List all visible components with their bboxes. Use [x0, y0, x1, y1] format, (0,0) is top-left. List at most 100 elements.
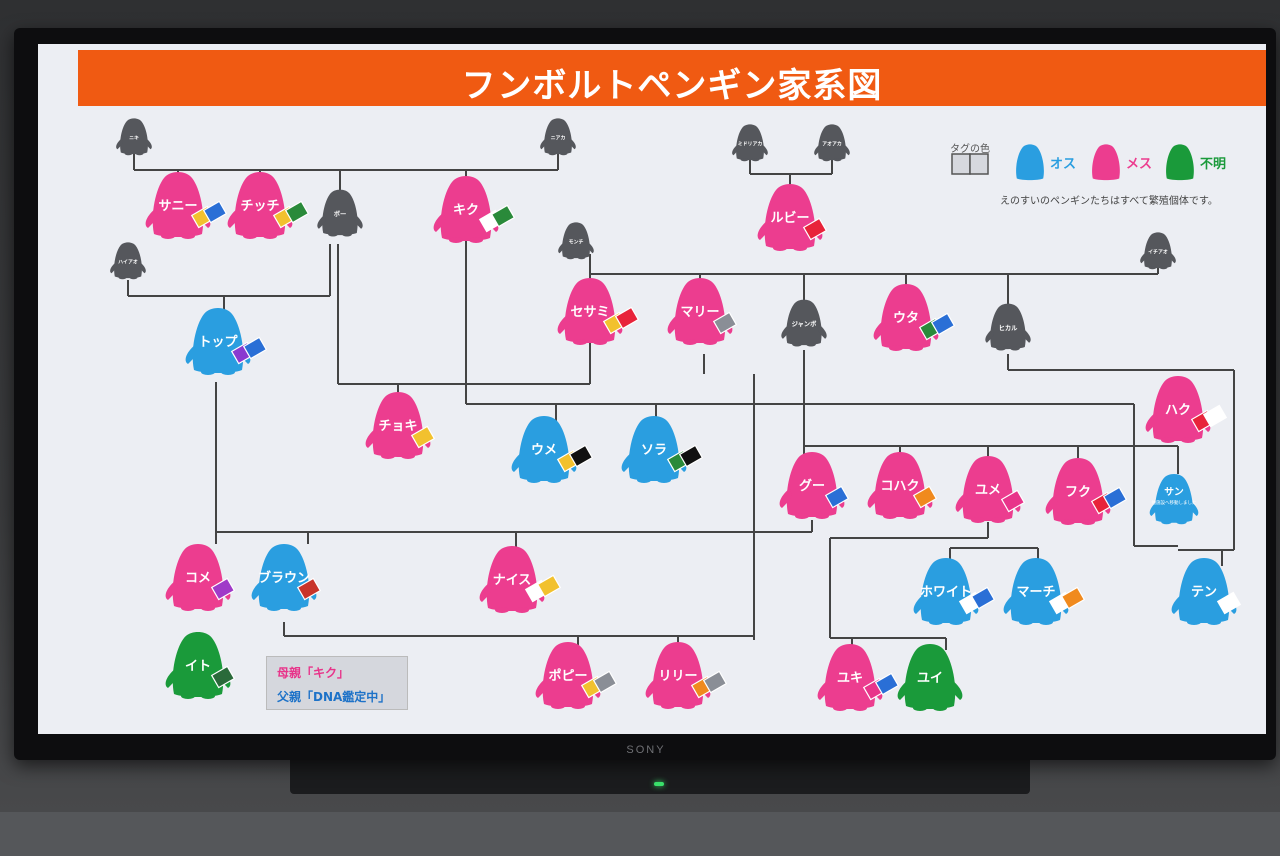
penguin-foot	[1148, 265, 1157, 270]
penguin-foot	[201, 693, 215, 699]
penguin-foot	[703, 339, 717, 345]
penguin-foot	[181, 233, 195, 239]
penguin-node[interactable]: ニアカ	[540, 118, 576, 156]
penguin-node[interactable]: ポピー	[535, 642, 618, 709]
penguin-node[interactable]: ミドリアカ	[732, 124, 768, 162]
penguin-node[interactable]: マリー	[667, 278, 738, 345]
penguin-body	[1166, 144, 1194, 181]
penguin-body	[562, 222, 590, 259]
penguin-body	[736, 124, 764, 161]
penguin-foot	[773, 245, 787, 251]
penguin-foot	[118, 275, 127, 280]
penguin-node[interactable]: ユイ	[897, 644, 963, 711]
penguin-foot	[129, 275, 138, 280]
penguin-flipper	[843, 144, 850, 156]
penguin-nodes: ニキ ニアカ ミドリアカ アオアカサニーチッチ ボー キク ルビーハイアオ モンチイチアオセサ…	[110, 118, 1242, 711]
penguin-name: ユメ	[975, 483, 1001, 498]
penguin-foot	[929, 619, 943, 625]
penguin-body	[1092, 144, 1120, 181]
penguin-name: ジャンボ	[792, 319, 818, 328]
penguin-flipper	[955, 492, 968, 512]
penguin-foot	[1161, 437, 1175, 443]
penguin-name: フク	[1065, 485, 1091, 500]
penguin-node[interactable]: チッチ	[227, 172, 310, 239]
penguin-name: ソラ	[641, 443, 667, 458]
penguin-node[interactable]: ヒカル	[985, 303, 1031, 351]
penguin-flipper	[1022, 328, 1031, 343]
penguin-node[interactable]: ユメ	[955, 456, 1026, 523]
penguin-node[interactable]: モンチ	[558, 222, 594, 260]
penguin-node[interactable]: テン	[1171, 558, 1242, 625]
penguin-node[interactable]: マーチ	[1003, 558, 1086, 625]
penguin-node[interactable]: コハク	[867, 452, 938, 519]
penguin-node[interactable]: ナイス	[479, 546, 562, 613]
penguin-node[interactable]: キク	[433, 176, 516, 243]
penguin-body	[1152, 376, 1204, 441]
penguin-node[interactable]: イチアオ	[1140, 232, 1176, 270]
penguin-node[interactable]: ソラ	[621, 416, 704, 483]
penguin-foot	[161, 233, 175, 239]
penguin-node[interactable]: サニー	[145, 172, 228, 239]
penguin-foot	[637, 477, 651, 483]
penguin-flipper	[645, 678, 658, 698]
penguin-node[interactable]: ユキ	[817, 644, 900, 711]
penguin-foot	[996, 346, 1006, 351]
penguin-node[interactable]: ブラウン	[251, 544, 322, 611]
penguin-flipper	[667, 314, 680, 334]
penguin-flipper	[867, 488, 880, 508]
penguin-foot	[913, 705, 927, 711]
penguin-flipper	[227, 208, 240, 228]
penguin-node[interactable]: イト	[165, 632, 236, 699]
penguin-node[interactable]: グー	[779, 452, 850, 519]
penguin-flipper	[139, 262, 146, 274]
penguin-node[interactable]: ルビー	[757, 184, 828, 251]
penguin-node[interactable]: トップ	[185, 308, 268, 375]
penguin-name: ウメ	[531, 443, 557, 458]
penguin-flipper	[433, 212, 446, 232]
penguin-flipper	[779, 488, 792, 508]
penguin-node[interactable]: フク	[1045, 458, 1128, 525]
penguin-node[interactable]: チョキ	[365, 392, 436, 459]
penguin-node[interactable]: コメ	[165, 544, 236, 611]
penguin-foot	[1159, 265, 1168, 270]
tag-color	[912, 485, 938, 509]
penguin-node[interactable]: ボー	[317, 189, 363, 237]
penguin-node[interactable]: ウメ	[511, 416, 594, 483]
penguin-node[interactable]: ニキ	[116, 118, 152, 156]
penguin-name: コハク	[880, 479, 919, 494]
penguin-node[interactable]: ハク	[1145, 376, 1228, 443]
penguin-name: イチアオ	[1148, 248, 1168, 255]
tag-color	[210, 665, 236, 689]
tv-stand	[290, 760, 1030, 794]
penguin-name: ポピー	[548, 668, 587, 684]
penguin-node[interactable]: ホワイト	[913, 558, 996, 625]
penguin-node[interactable]: セサミ	[557, 278, 640, 345]
penguin-foot	[1187, 619, 1201, 625]
penguin-foot	[515, 607, 529, 613]
tag-color	[874, 672, 900, 696]
penguin-foot	[573, 339, 587, 345]
penguin-foot	[449, 237, 463, 243]
penguin-foot	[243, 233, 257, 239]
penguin-name: ニキ	[129, 135, 139, 141]
penguin-foot	[221, 369, 235, 375]
penguin-body	[172, 632, 224, 697]
tag-color	[490, 204, 516, 228]
penguin-node[interactable]: アオアカ	[814, 124, 850, 162]
penguin-node[interactable]: ハイアオ	[110, 242, 146, 280]
penguin-foot	[833, 705, 847, 711]
penguin-body	[1010, 558, 1062, 623]
penguin-body	[990, 303, 1026, 350]
penguin-name: チッチ	[240, 199, 279, 214]
penguin-flipper	[535, 678, 548, 698]
penguin-foot	[822, 157, 831, 162]
penguin-node[interactable]: ジャンボ	[781, 299, 827, 347]
penguin-node[interactable]: ウタ	[873, 284, 956, 351]
penguin-name: アオアカ	[822, 140, 842, 147]
tag-color	[202, 200, 228, 224]
info-box: 母親「キク」 父親「DNA鑑定中」	[266, 656, 408, 710]
penguin-node[interactable]: リリー	[645, 642, 728, 709]
penguin-flipper	[145, 208, 158, 228]
info-mother: 母親「キク」	[277, 666, 350, 680]
